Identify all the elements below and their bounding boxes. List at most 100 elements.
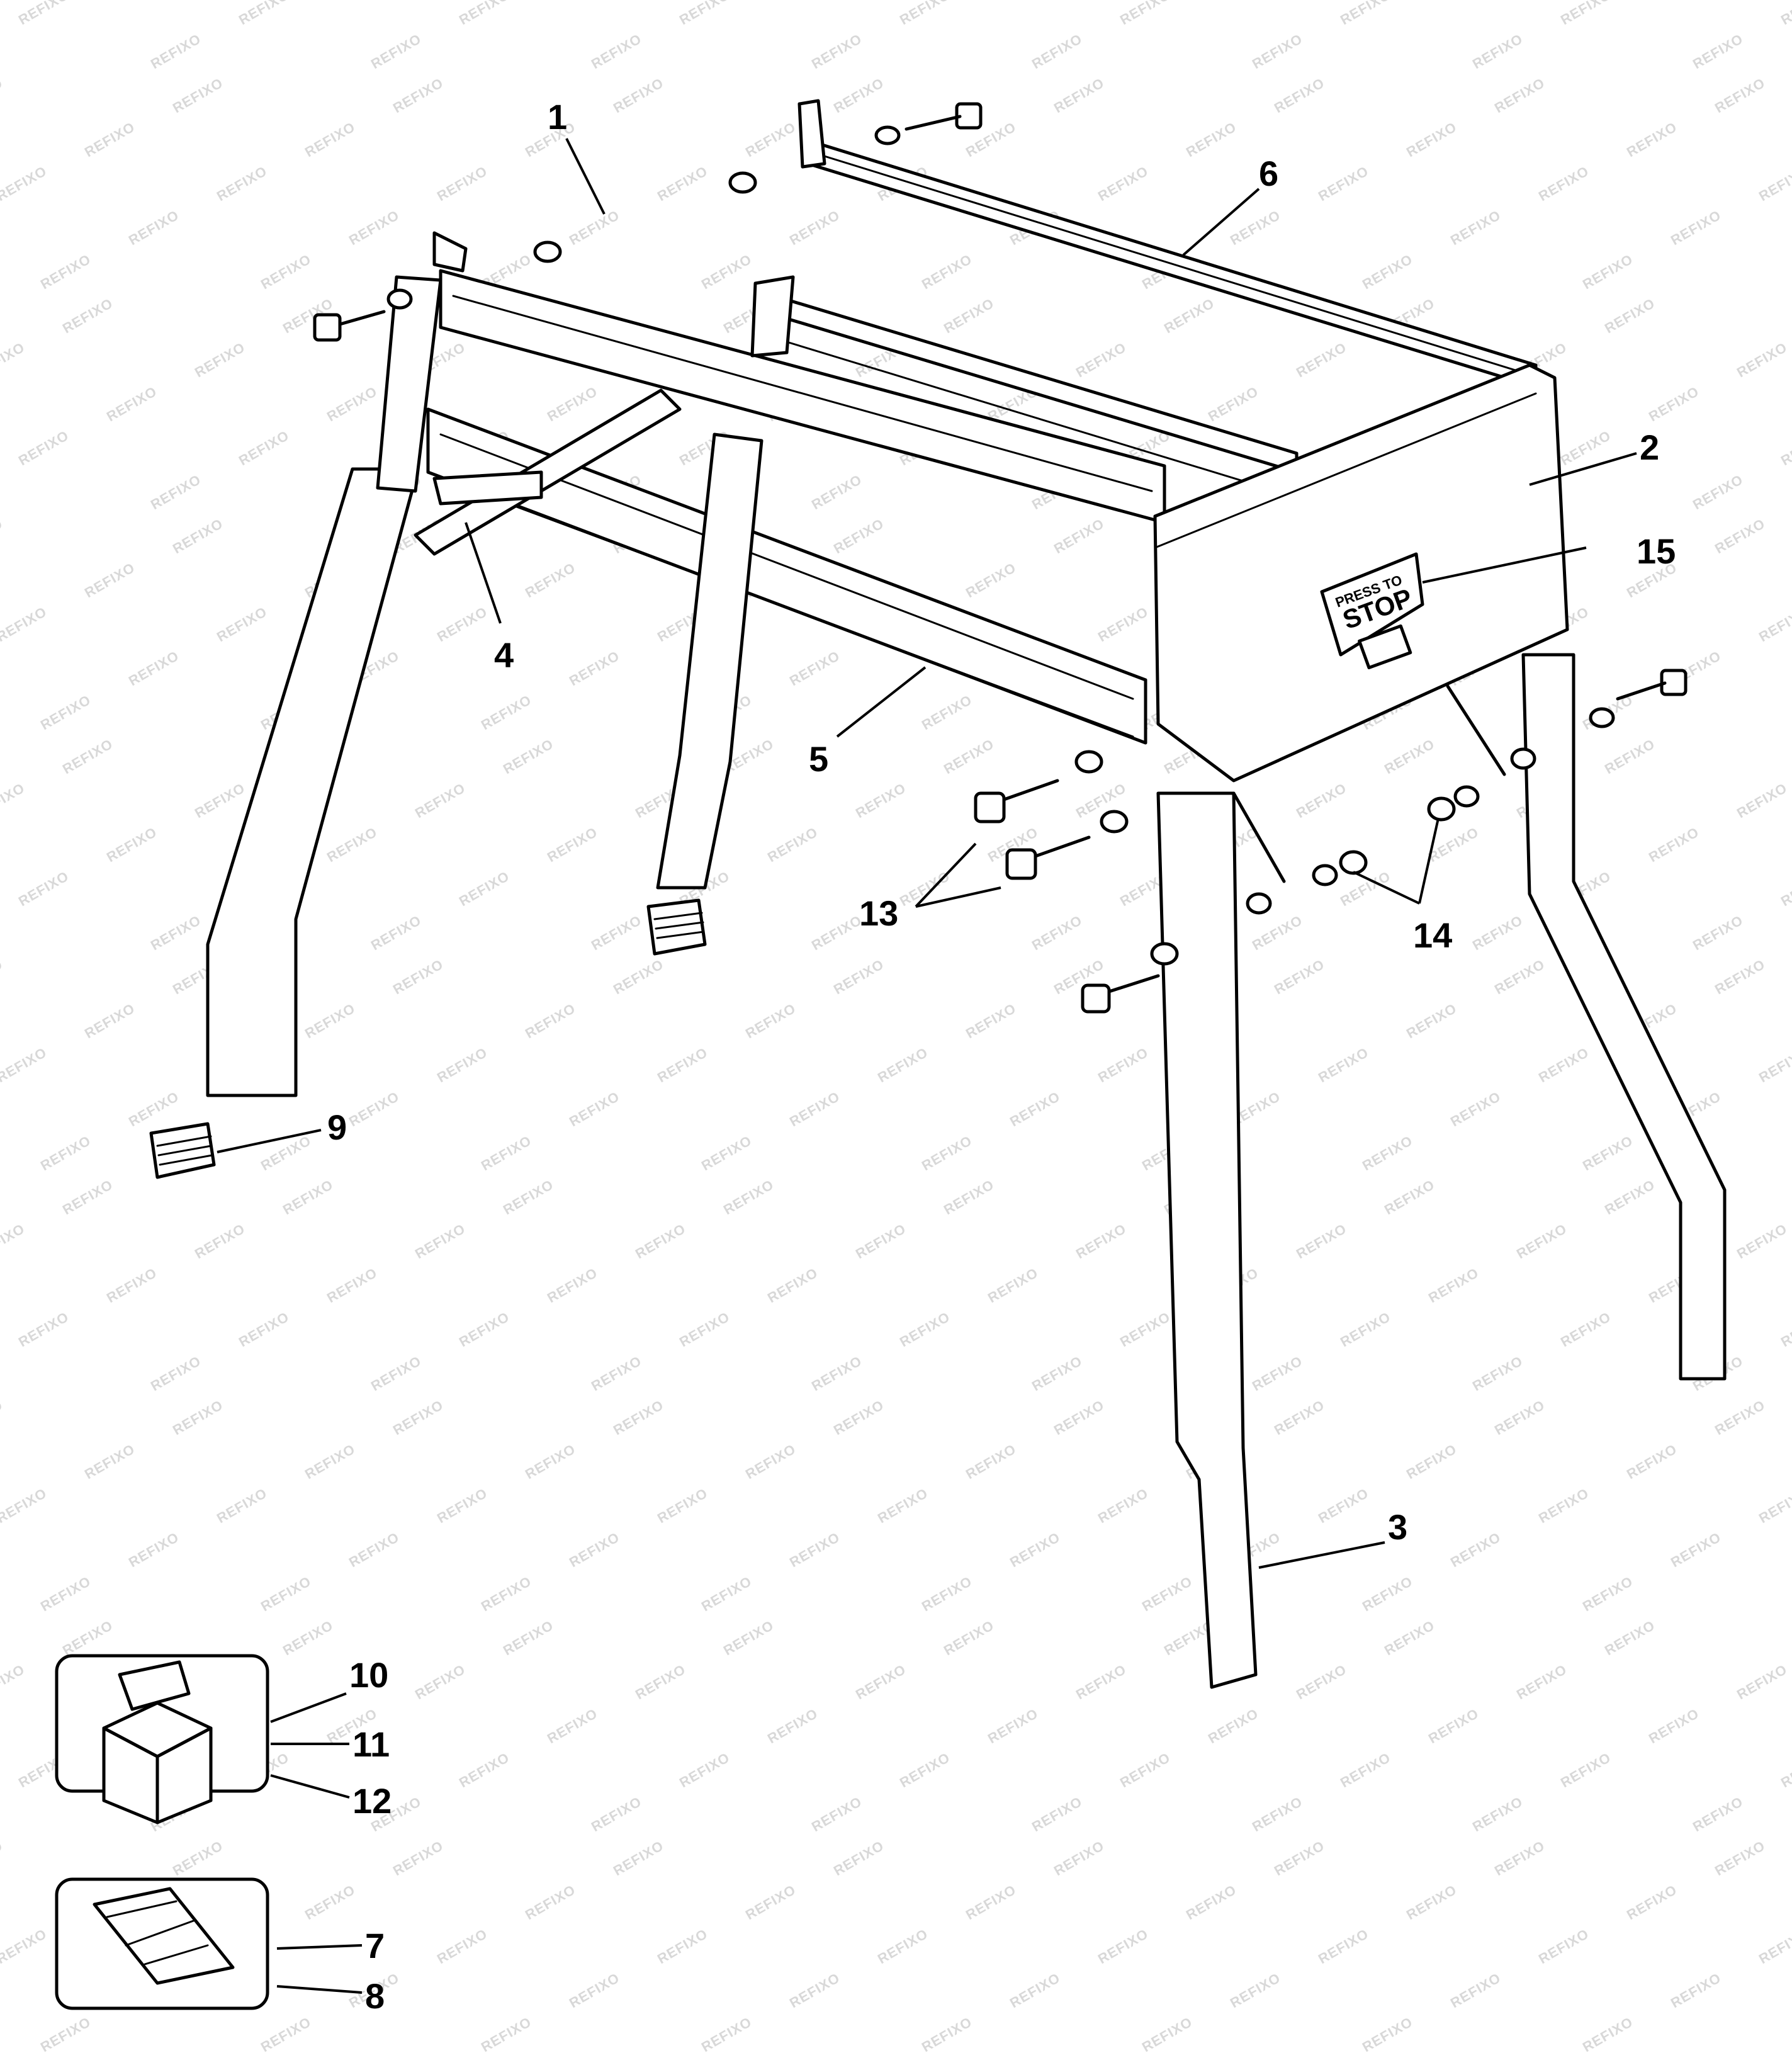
watermark-text: REFIXO — [500, 736, 556, 778]
watermark-text: REFIXO — [919, 1573, 975, 1615]
watermark-text: REFIXO — [787, 207, 843, 249]
washer-14-lower — [1312, 864, 1338, 886]
watermark-text: REFIXO — [875, 1485, 931, 1527]
watermark-text: REFIXO — [1492, 956, 1548, 998]
bolt-13-upper-washer — [1074, 750, 1103, 774]
watermark-text: REFIXO — [236, 0, 292, 28]
washer-right — [1589, 707, 1615, 728]
watermark-text: REFIXO — [346, 207, 402, 249]
bag-panel — [55, 1877, 269, 2010]
watermark-text: REFIXO — [1249, 912, 1305, 954]
watermark-text: REFIXO — [1668, 207, 1724, 249]
watermark-text: REFIXO — [787, 1089, 843, 1130]
watermark-text: REFIXO — [302, 1441, 358, 1483]
watermark-text: REFIXO — [919, 251, 975, 293]
watermark-text: REFIXO — [544, 824, 600, 866]
watermark-text: REFIXO — [1095, 1485, 1151, 1527]
watermark-text: REFIXO — [1007, 1529, 1063, 1571]
bolt-13-upper-head — [974, 791, 1006, 823]
bolt-13-lower-head — [1005, 848, 1037, 880]
watermark-text: REFIXO — [1029, 1353, 1085, 1394]
watermark-text: REFIXO — [655, 1926, 711, 1967]
watermark-text: REFIXO — [214, 604, 270, 645]
stop-switch-body — [1320, 552, 1424, 657]
watermark-text: REFIXO — [0, 1661, 28, 1703]
foot-cap-loose — [149, 1122, 216, 1179]
watermark-text: REFIXO — [919, 1133, 975, 1174]
watermark-text: REFIXO — [1161, 295, 1217, 337]
watermark-text: REFIXO — [434, 1926, 490, 1967]
watermark-text: REFIXO — [611, 1838, 667, 1879]
watermark-text: REFIXO — [1095, 1926, 1151, 1967]
watermark-text: REFIXO — [60, 736, 116, 778]
watermark-text: REFIXO — [1580, 2014, 1636, 2056]
watermark-text: REFIXO — [16, 1309, 72, 1350]
watermark-text: REFIXO — [1602, 1177, 1658, 1218]
watermark-text: REFIXO — [1734, 1221, 1790, 1262]
watermark-text: REFIXO — [258, 251, 314, 293]
watermark-text: REFIXO — [1404, 1000, 1460, 1042]
watermark-text: REFIXO — [148, 472, 204, 513]
watermark-text: REFIXO — [1007, 1970, 1063, 2011]
watermark-text: REFIXO — [478, 1573, 534, 1615]
watermark-text: REFIXO — [1778, 0, 1792, 28]
watermark-text: REFIXO — [1492, 75, 1548, 116]
watermark-text: REFIXO — [831, 75, 887, 116]
watermark-text: REFIXO — [787, 1970, 843, 2011]
watermark-text: REFIXO — [589, 912, 645, 954]
watermark-text: REFIXO — [1051, 75, 1107, 116]
cross-brace — [414, 388, 682, 556]
watermark-text: REFIXO — [302, 119, 358, 161]
watermark-text: REFIXO — [456, 1309, 512, 1350]
watermark-text: REFIXO — [170, 1397, 226, 1439]
watermark-text: REFIXO — [743, 1882, 799, 1923]
watermark-text: REFIXO — [368, 31, 424, 72]
watermark-text: REFIXO — [655, 163, 711, 205]
watermark-text: REFIXO — [1778, 1309, 1792, 1350]
watermark-text: REFIXO — [434, 604, 490, 645]
watermark-text: REFIXO — [1007, 1089, 1063, 1130]
watermark-text: REFIXO — [809, 912, 865, 954]
callout-3: 3 — [1388, 1507, 1407, 1547]
watermark-text: REFIXO — [1205, 383, 1261, 425]
watermark-text: REFIXO — [1602, 1617, 1658, 1659]
watermark-text: REFIXO — [1624, 119, 1680, 161]
watermark-text: REFIXO — [853, 780, 909, 822]
left-top-bracket — [432, 231, 468, 273]
watermark-text: REFIXO — [170, 516, 226, 557]
watermark-text: REFIXO — [1580, 1573, 1636, 1615]
watermark-text: REFIXO — [1095, 1044, 1151, 1086]
watermark-text: REFIXO — [589, 1794, 645, 1835]
right-end-plate — [1153, 363, 1569, 783]
stop-switch-latch — [1358, 624, 1412, 670]
watermark-text: REFIXO — [280, 1617, 336, 1659]
callout-9: 9 — [327, 1107, 347, 1147]
watermark-text: REFIXO — [633, 1221, 689, 1262]
nut-14-upper — [1427, 796, 1456, 822]
watermark-text: REFIXO — [16, 0, 72, 28]
watermark-text: REFIXO — [104, 824, 160, 866]
watermark-text: REFIXO — [941, 295, 997, 337]
watermark-text: REFIXO — [214, 1485, 270, 1527]
washer-top-rear — [874, 125, 901, 145]
watermark-text: REFIXO — [1580, 1133, 1636, 1174]
watermark-text: REFIXO — [346, 1089, 402, 1130]
watermark-text: REFIXO — [677, 1750, 733, 1791]
cross-brace-lower — [432, 470, 543, 506]
watermark-text: REFIXO — [214, 163, 270, 205]
watermark-text: REFIXO — [390, 1397, 446, 1439]
watermark-text: REFIXO — [500, 1177, 556, 1218]
watermark-text: REFIXO — [566, 1529, 623, 1571]
watermark-text: REFIXO — [1293, 1221, 1350, 1262]
watermark-text: REFIXO — [0, 1221, 28, 1262]
watermark-text: REFIXO — [1271, 956, 1327, 998]
watermark-text: REFIXO — [1646, 383, 1702, 425]
watermark-text: REFIXO — [0, 1485, 50, 1527]
watermark-text: REFIXO — [0, 956, 6, 998]
callout-15: 15 — [1637, 531, 1676, 571]
watermark-text: REFIXO — [699, 1573, 755, 1615]
watermark-text: REFIXO — [1426, 1705, 1482, 1747]
watermark-text: REFIXO — [1382, 1177, 1438, 1218]
watermark-text: REFIXO — [1514, 1221, 1570, 1262]
watermark-text: REFIXO — [1404, 119, 1460, 161]
